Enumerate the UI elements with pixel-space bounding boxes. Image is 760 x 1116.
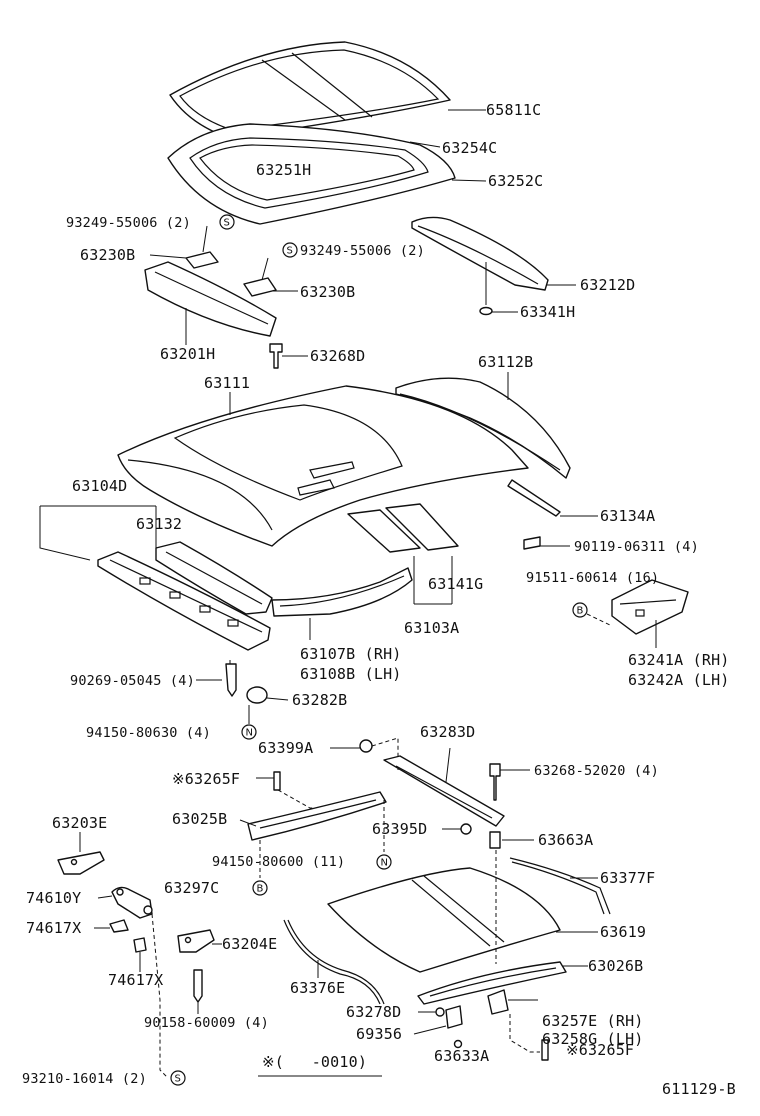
reinforcement-63104D <box>39 505 273 697</box>
label-63132: 63132 <box>136 515 183 533</box>
label-63377F: 63377F <box>600 869 656 887</box>
label-63134A: 63134A <box>600 507 656 525</box>
cable-63376E <box>283 919 385 1005</box>
label-63619: 63619 <box>600 923 647 941</box>
label-63376E: 63376E <box>290 979 346 997</box>
label-63252C: 63252C <box>488 172 544 190</box>
bracket-63265F <box>256 771 336 809</box>
label-63395D: 63395D <box>372 820 428 838</box>
label-74617X-b: 74617X <box>108 971 164 989</box>
label-69356: 69356 <box>356 1025 403 1043</box>
footnote: ※( -0010) <box>262 1053 368 1071</box>
label-74610Y: 74610Y <box>26 889 82 907</box>
label-65811C: 65811C <box>486 101 542 119</box>
label-63201H: 63201H <box>160 345 216 363</box>
label-93249-55006-b: 93249-55006 (2) <box>300 243 425 259</box>
rear-rail-63112B <box>395 372 571 479</box>
sunshade-63619 <box>327 850 598 973</box>
inner-panel-63107B <box>271 503 459 640</box>
label-63107B: 63107B (RH) <box>300 645 402 663</box>
clip-63230B-left: S <box>149 214 235 269</box>
label-63204E: 63204E <box>222 935 278 953</box>
svg-text:B: B <box>257 884 264 895</box>
label-63282B: 63282B <box>292 691 348 709</box>
label-63104D: 63104D <box>72 477 128 495</box>
label-91511-60614: 91511-60614 (16) <box>526 570 660 586</box>
roof-panel-63111 <box>117 385 529 547</box>
label-63241A: 63241A (RH) <box>628 651 730 669</box>
bracket-63025B: N B <box>239 791 392 896</box>
mechanism-63026B <box>413 961 588 1061</box>
clip-63230B-right: S <box>243 242 298 297</box>
label-94150-80630: 94150-80630 (4) <box>86 725 211 741</box>
svg-text:N: N <box>381 858 388 869</box>
label-94150-80600: 94150-80600 (11) <box>212 854 346 870</box>
svg-text:N: N <box>246 728 253 739</box>
hinge-74610Y: S <box>94 886 186 1086</box>
label-63203E: 63203E <box>52 814 108 832</box>
label-90158-60009: 90158-60009 (4) <box>144 1015 269 1031</box>
label-93249-55006-a: 93249-55006 (2) <box>66 215 191 231</box>
label-90119-06311: 90119-06311 (4) <box>574 539 699 555</box>
label-63268D: 63268D <box>310 347 366 365</box>
label-63341H: 63341H <box>520 303 576 321</box>
label-63297C: 63297C <box>164 879 220 897</box>
label-63265F-a: ※63265F <box>172 770 241 788</box>
label-63399A: 63399A <box>258 739 314 757</box>
label-93210-16014: 93210-16014 (2) <box>22 1071 147 1087</box>
label-63230B-b: 63230B <box>300 283 356 301</box>
svg-text:S: S <box>287 246 293 257</box>
label-63633A: 63633A <box>434 1047 490 1065</box>
svg-text:S: S <box>224 218 230 229</box>
label-63112B: 63112B <box>478 353 534 371</box>
label-63025B: 63025B <box>172 810 228 828</box>
label-63212D: 63212D <box>580 276 636 294</box>
label-63254C: 63254C <box>442 139 498 157</box>
label-63251H: 63251H <box>256 161 312 179</box>
glass-panel-65811C <box>169 41 486 139</box>
rail-63283D <box>330 737 534 849</box>
bracket-63241A: B <box>572 579 689 648</box>
label-74617X-a: 74617X <box>26 919 82 937</box>
hinge-63203E <box>57 832 105 875</box>
svg-text:B: B <box>577 606 584 617</box>
label-63230B-a: 63230B <box>80 246 136 264</box>
label-63257E: 63257E (RH) <box>542 1012 644 1030</box>
label-63265F-b: ※63265F <box>566 1041 635 1059</box>
label-63283D: 63283D <box>420 723 476 741</box>
rail-63134A <box>507 479 598 550</box>
hinge-63204E <box>177 929 222 1014</box>
label-63103A: 63103A <box>404 619 460 637</box>
figure-id: 611129-B <box>662 1080 736 1098</box>
label-63268-52020: 63268-52020 (4) <box>534 763 659 779</box>
frame-seal-63252C <box>167 123 487 225</box>
label-63108B: 63108B (LH) <box>300 665 402 683</box>
weatherstrip-63377F <box>509 857 611 915</box>
label-63141G: 63141G <box>428 575 484 593</box>
label-63111: 63111 <box>204 374 251 392</box>
label-63026B: 63026B <box>588 957 644 975</box>
label-63278D: 63278D <box>346 1003 402 1021</box>
label-63258G: 63258G (LH) <box>542 1030 644 1048</box>
label-63242A: 63242A (LH) <box>628 671 730 689</box>
label-63663A: 63663A <box>538 831 594 849</box>
header-63201H <box>144 261 308 369</box>
label-90269-05045: 90269-05045 (4) <box>70 673 195 689</box>
clip-63282B: N <box>241 686 289 740</box>
svg-text:S: S <box>175 1074 181 1085</box>
rear-piece-63212D <box>411 216 576 316</box>
